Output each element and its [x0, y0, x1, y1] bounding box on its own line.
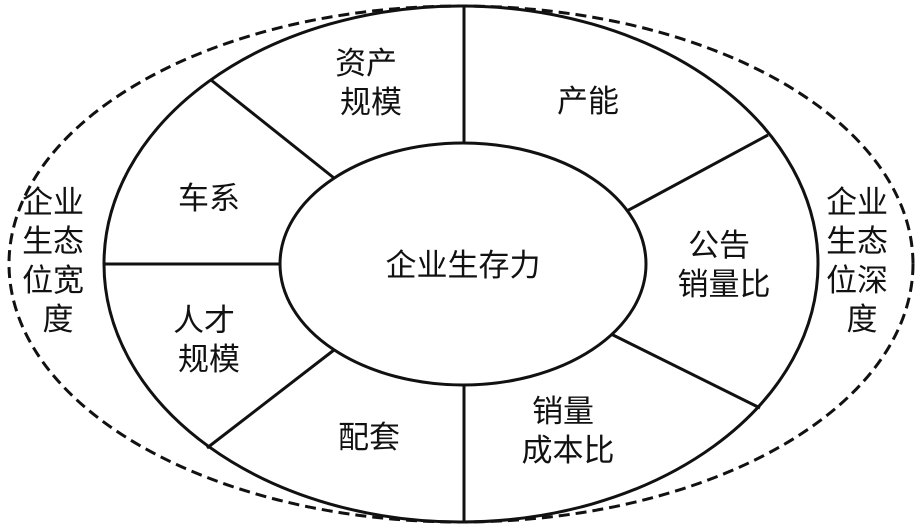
segment-label-vehicle-series: 车系 [178, 181, 240, 217]
segment-label-line: 公告 [688, 228, 750, 264]
segment-label-line: 规模 [340, 85, 402, 121]
segment-label-line: 车系 [178, 181, 240, 217]
segment-dividers [104, 6, 769, 522]
segment-label-line: 产能 [557, 84, 619, 120]
center-label: 企业生存力 [386, 248, 541, 284]
segment-label-talent: 人才 规模 [173, 303, 245, 378]
divider-lower-right [606, 330, 761, 410]
inner-ellipse [278, 141, 648, 387]
side-label-line: 度 [43, 302, 74, 338]
segment-label-line: 销量比 [678, 267, 771, 303]
segment-label-line: 成本比 [522, 433, 615, 469]
segment-label-sales-cost: 销量 成本比 [522, 394, 615, 469]
divider-upper-left [210, 78, 335, 180]
left-side-label: 企业 生态 位宽 度 [22, 185, 94, 338]
side-label-line: 生态 [22, 224, 84, 260]
divider-lower-left [206, 348, 335, 450]
segment-label-assets: 资产 规模 [335, 46, 407, 121]
segment-label-line: 配套 [338, 420, 400, 456]
segment-label-notice-sales: 公告 销量比 [678, 228, 771, 303]
divider-upper-right [624, 133, 769, 214]
segment-label-line: 资产 [335, 46, 397, 82]
segment-label-capacity: 产能 [557, 84, 619, 120]
right-side-label: 企业 生态 位深 度 [826, 185, 898, 338]
side-label-line: 企业 [22, 185, 84, 221]
side-label-line: 生态 [826, 224, 888, 260]
side-label-line: 位深 [826, 263, 888, 299]
segment-label-line: 人才 [173, 303, 235, 339]
segment-label-line: 规模 [178, 342, 240, 378]
side-label-line: 企业 [826, 185, 888, 221]
segment-label-supporting: 配套 [338, 420, 400, 456]
segment-label-line: 销量 [532, 394, 594, 430]
side-label-line: 位宽 [22, 263, 84, 299]
side-label-line: 度 [847, 302, 878, 338]
